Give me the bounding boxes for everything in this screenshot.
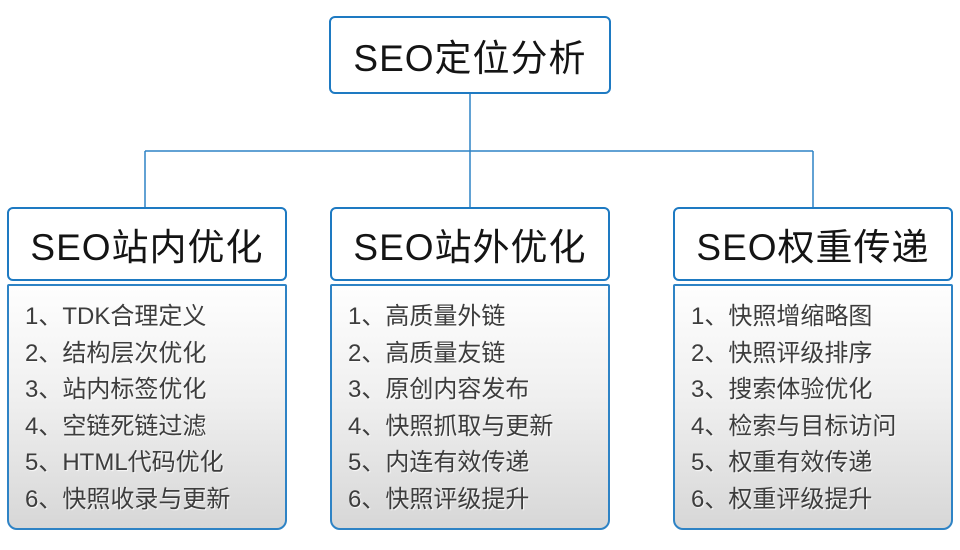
list-item: 1、快照增缩略图 bbox=[691, 303, 873, 330]
list-item: 6、快照评级提升 bbox=[348, 485, 530, 513]
connector-path bbox=[144, 94, 814, 207]
column-title: SEO站内优化 bbox=[30, 227, 264, 268]
column-header: SEO权重传递 bbox=[673, 207, 953, 281]
list-item: 6、快照收录与更新 bbox=[25, 485, 231, 513]
column-title: SEO权重传递 bbox=[696, 227, 930, 268]
column-item-list: 1、快照增缩略图 2、快照评级排序 3、搜索体验优化 4、检索与目标访问 5、权… bbox=[673, 284, 953, 530]
column-onsite-optimization: SEO站内优化 1、TDK合理定义 2、结构层次优化 3、站内标签优化 4、空链… bbox=[7, 207, 287, 530]
list-item: 4、快照抓取与更新 bbox=[348, 412, 554, 440]
column-item-list: 1、TDK合理定义 2、结构层次优化 3、站内标签优化 4、空链死链过滤 5、H… bbox=[7, 284, 287, 530]
root-node-title: SEO定位分析 bbox=[353, 38, 587, 79]
root-node: SEO定位分析 bbox=[329, 16, 611, 94]
column-header: SEO站外优化 bbox=[330, 207, 610, 281]
list-item: 4、空链死链过滤 bbox=[25, 412, 207, 440]
column-offsite-optimization: SEO站外优化 1、高质量外链 2、高质量友链 3、原创内容发布 4、快照抓取与… bbox=[330, 207, 610, 530]
list-item: 6、权重评级提升 bbox=[691, 485, 873, 513]
list-item: 5、权重有效传递 bbox=[691, 449, 873, 476]
list-item: 3、搜索体验优化 bbox=[691, 376, 873, 403]
column-title: SEO站外优化 bbox=[353, 227, 587, 268]
column-weight-transfer: SEO权重传递 1、快照增缩略图 2、快照评级排序 3、搜索体验优化 4、检索与… bbox=[673, 207, 953, 530]
list-item: 2、结构层次优化 bbox=[25, 339, 207, 367]
list-item: 2、快照评级排序 bbox=[691, 339, 873, 367]
list-item: 1、TDK合理定义 bbox=[25, 303, 207, 330]
list-item: 3、原创内容发布 bbox=[348, 376, 530, 403]
list-item: 1、高质量外链 bbox=[348, 303, 506, 330]
list-item: 5、HTML代码优化 bbox=[25, 449, 224, 476]
column-header: SEO站内优化 bbox=[7, 207, 287, 281]
list-item: 3、站内标签优化 bbox=[25, 376, 207, 403]
column-item-list: 1、高质量外链 2、高质量友链 3、原创内容发布 4、快照抓取与更新 5、内连有… bbox=[330, 284, 610, 530]
list-item: 2、高质量友链 bbox=[348, 339, 506, 367]
list-item: 5、内连有效传递 bbox=[348, 449, 530, 476]
list-item: 4、检索与目标访问 bbox=[691, 412, 897, 440]
